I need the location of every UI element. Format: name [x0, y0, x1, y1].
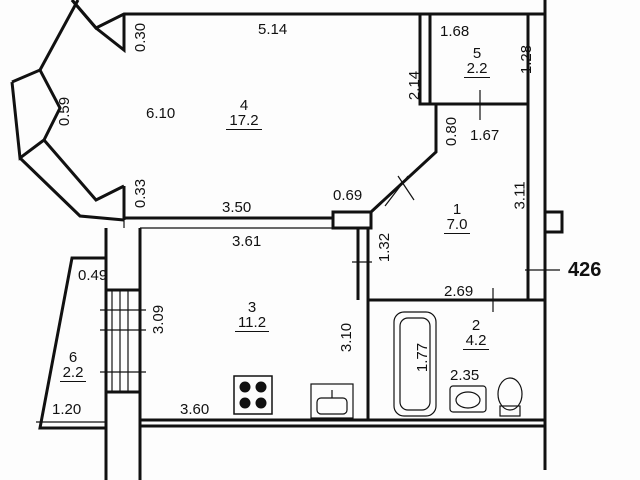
dim-120: 1.20 [52, 401, 82, 418]
column-069 [331, 210, 373, 230]
dim-269: 2.69 [444, 283, 474, 300]
dim-360: 3.60 [180, 401, 210, 418]
dim-311: 3.11 [511, 181, 529, 210]
dim-309: 3.09 [150, 304, 168, 335]
room-3-area: 11.2 [234, 315, 270, 332]
dim-030: 0.30 [132, 22, 150, 53]
room-1-area: 7.0 [443, 217, 471, 234]
room-4-number: 4 [239, 97, 249, 114]
room-1-label: 1 7.0 [430, 202, 484, 234]
dim-514: 5.14 [258, 21, 288, 38]
room-3-number: 3 [247, 299, 257, 316]
external-marker: 426 [568, 259, 602, 281]
dim-167: 1.67 [470, 127, 500, 144]
kitchen-sink [310, 383, 354, 419]
room-5-walls [428, 14, 530, 106]
balcony-6 [38, 256, 106, 430]
dim-361: 3.61 [232, 233, 262, 250]
room-6-number: 6 [68, 349, 78, 366]
right-wall-upper [543, 14, 564, 234]
toilet-tank [499, 405, 521, 417]
bathtub-inner [399, 317, 431, 411]
room-5-area: 2.2 [463, 61, 491, 78]
bay-window-top [70, 0, 126, 54]
room-5-number: 5 [472, 45, 482, 62]
dim-049: 0.49 [78, 267, 108, 284]
stove [233, 375, 273, 415]
sink-bowl [455, 391, 481, 409]
sink [449, 385, 487, 413]
toilet-bowl [497, 377, 523, 411]
door-diagonal [384, 175, 409, 207]
bay-wall-a [38, 0, 80, 71]
bathtub [393, 311, 437, 417]
dim-177: 1.77 [414, 342, 432, 373]
room-6-area: 2.2 [59, 365, 87, 382]
dim-059: 0.59 [56, 96, 74, 127]
bay-wall-b [42, 139, 125, 202]
bay-center [10, 68, 62, 161]
room-4-label: 4 17.2 [214, 98, 274, 130]
room-2-label: 2 4.2 [450, 318, 502, 350]
room-6-label: 6 2.2 [46, 350, 100, 382]
room-1-number: 1 [452, 201, 462, 218]
dim-033: 0.33 [132, 178, 150, 209]
dim-080: 0.80 [443, 116, 461, 147]
dim-132: 1.32 [376, 232, 394, 263]
dim-610: 6.10 [146, 105, 176, 122]
dim-128: 1.28 [518, 44, 536, 75]
door-diagonal-mark [397, 175, 415, 201]
room-3-label: 3 11.2 [222, 300, 282, 332]
room-5-label: 5 2.2 [452, 46, 502, 78]
room-2-number: 2 [471, 317, 481, 334]
room-4-area: 17.2 [226, 113, 262, 130]
dim-350: 3.50 [222, 199, 252, 216]
dim-069: 0.69 [333, 187, 363, 204]
dim-214: 2.14 [406, 70, 424, 101]
dim-235: 2.35 [450, 367, 480, 384]
kitchen-sink-bowl [316, 397, 348, 415]
room-2-area: 4.2 [462, 333, 490, 350]
dim-168: 1.68 [440, 23, 470, 40]
dim-310: 3.10 [338, 322, 356, 353]
bay-wall-c [18, 156, 125, 222]
